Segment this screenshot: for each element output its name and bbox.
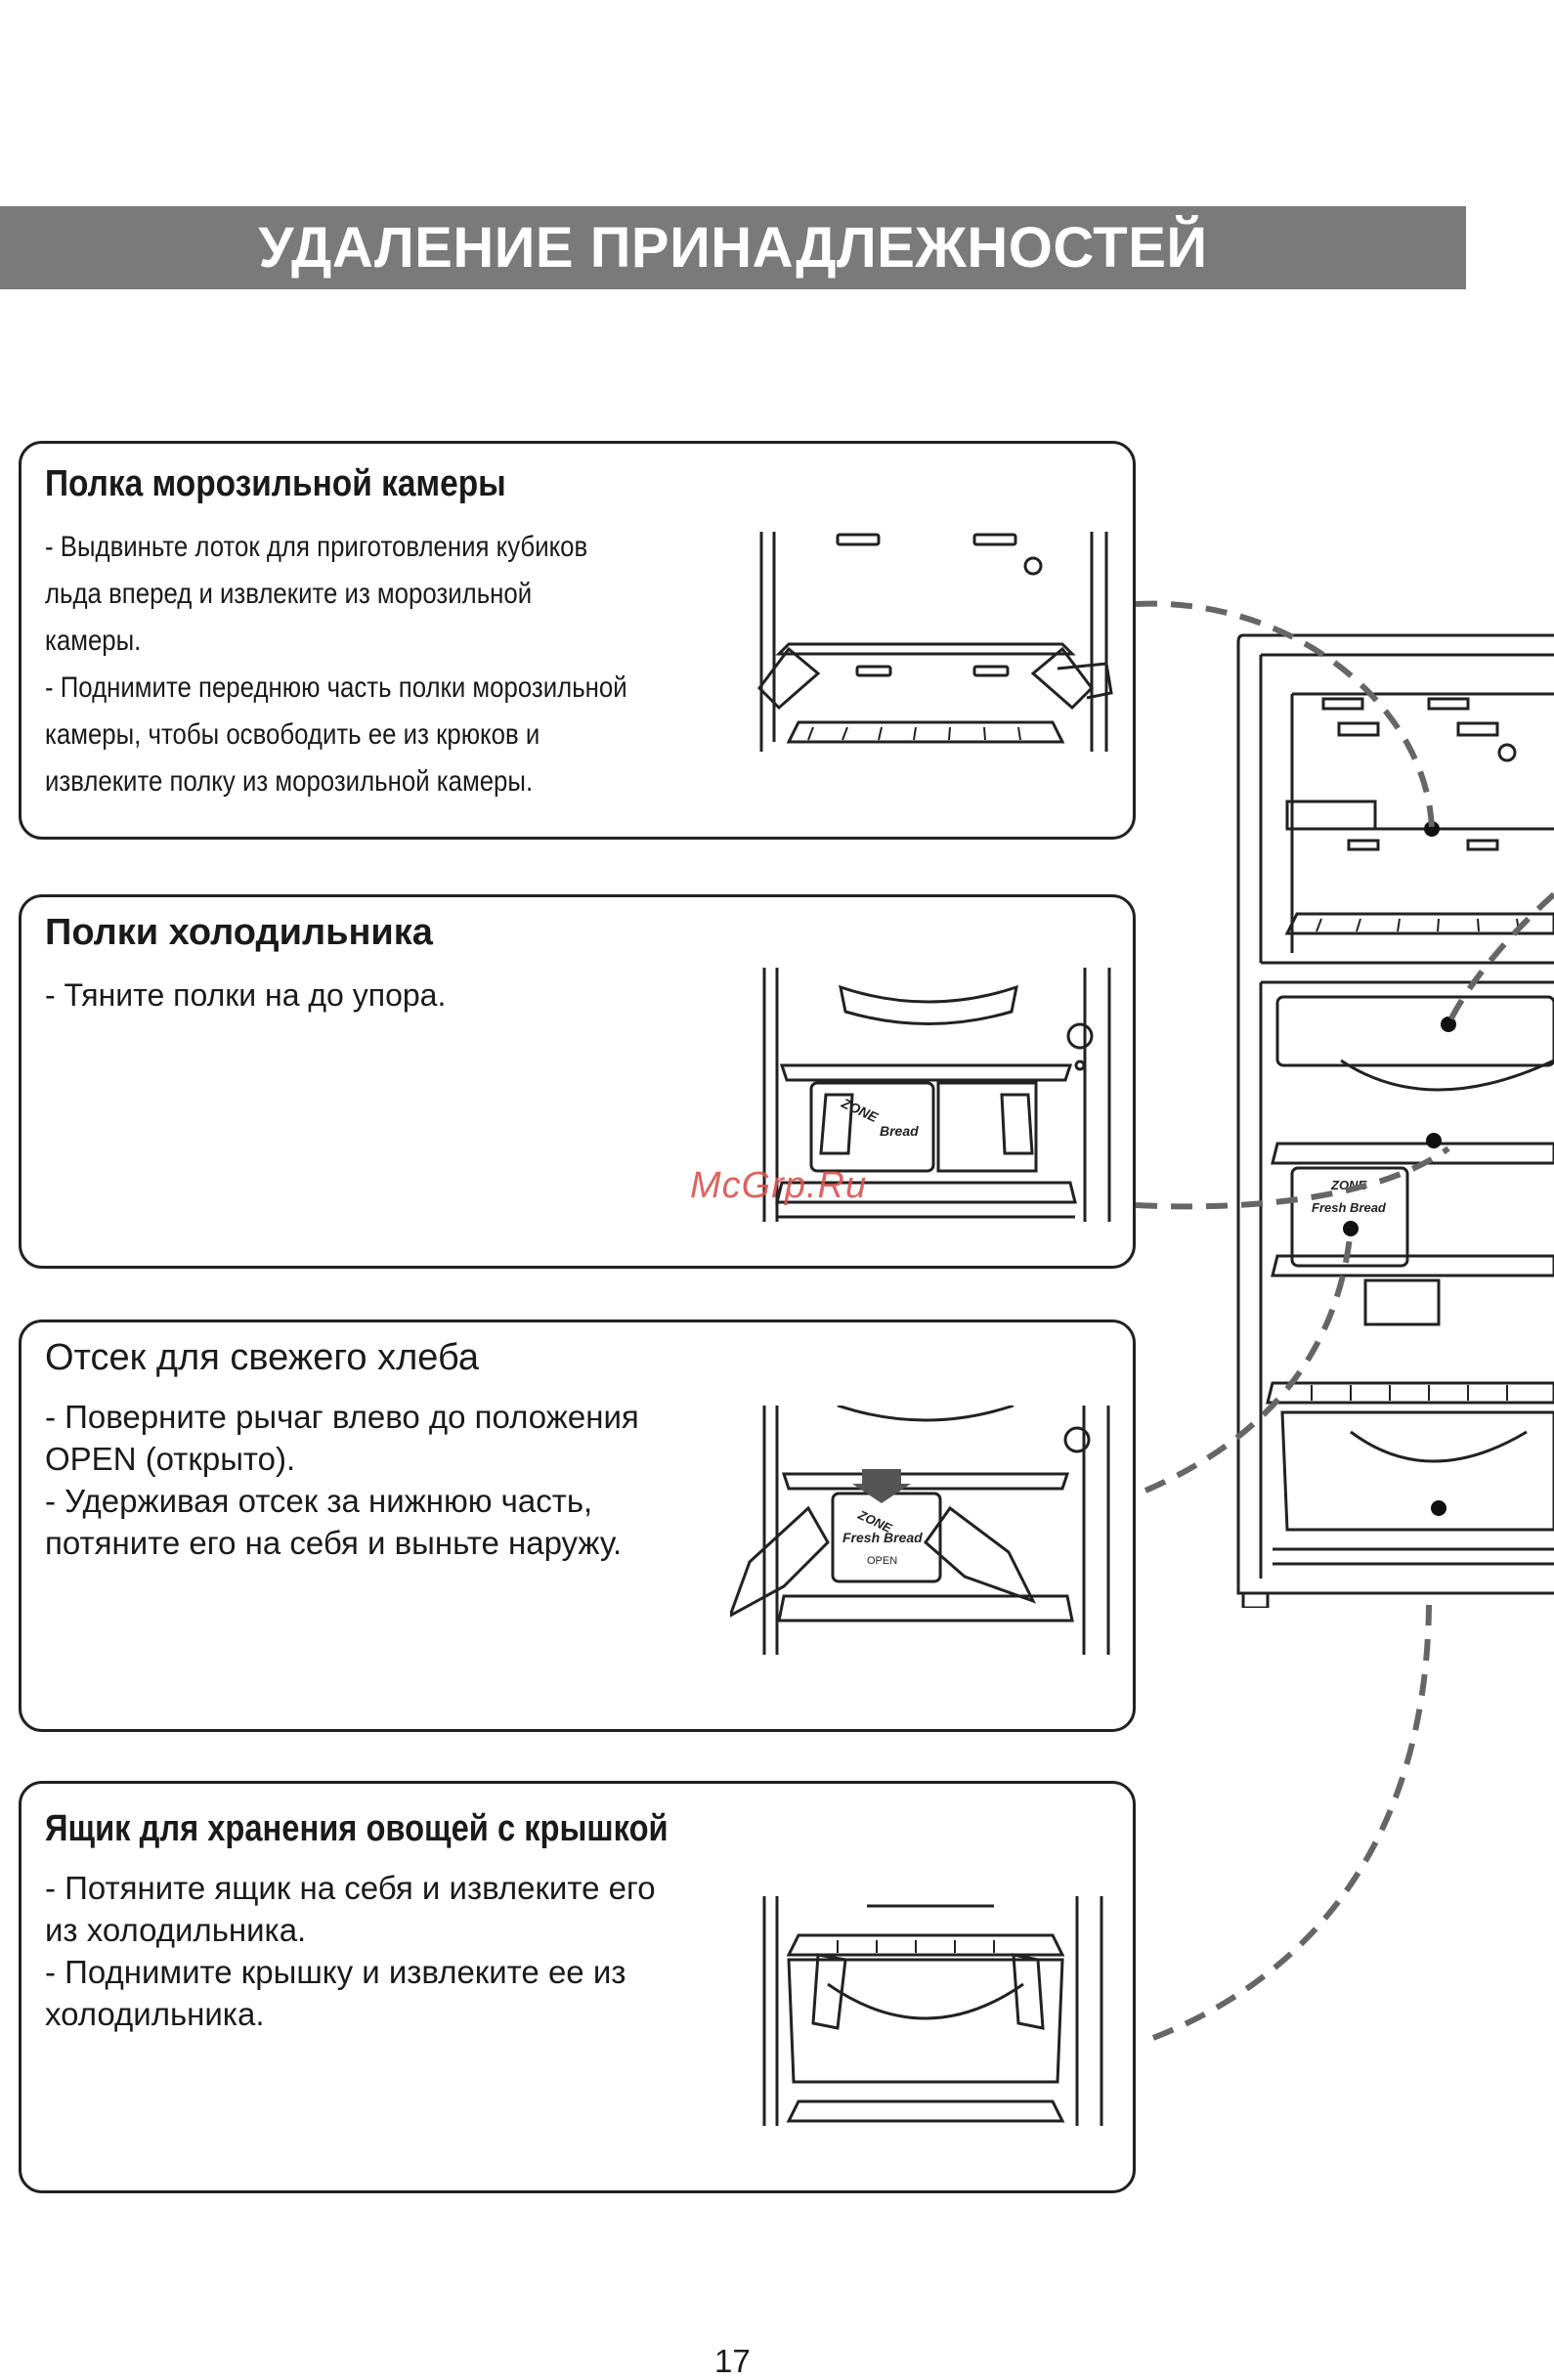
fresh-bread-label: Fresh Bread (1312, 1200, 1387, 1215)
refrigerator-overview-illustration: ZONE Fresh Bread (1236, 633, 1554, 1608)
steps-fridge-shelves: - Тяните полки на до упора. (45, 974, 446, 1017)
page-title: УДАЛЕНИЕ ПРИНАДЛЕЖНОСТЕЙ (258, 216, 1208, 280)
step-text: - Выдвиньте лоток для приготовления куби… (45, 531, 588, 657)
step-text: - Поднимите переднюю часть полки морозил… (45, 671, 627, 798)
section-freezer-shelf: Полка морозильной камеры - Выдвиньте лот… (19, 441, 1136, 840)
title-bar: УДАЛЕНИЕ ПРИНАДЛЕЖНОСТЕЙ (0, 206, 1466, 289)
open-label: OPEN (867, 1555, 897, 1567)
section-title-vegetable-box: Ящик для хранения овощей с крышкой (45, 1808, 669, 1849)
section-title-freezer-shelf: Полка морозильной камеры (45, 463, 506, 504)
fresh-bread-label: Fresh Bread (842, 1530, 923, 1545)
steps-fresh-bread: - Поверните рычаг влево до положения OPE… (45, 1396, 639, 1564)
steps-freezer-shelf: - Выдвиньте лоток для приготовления куби… (45, 524, 627, 805)
page-number: 17 (714, 2343, 751, 2379)
section-fresh-bread: Отсек для свежего хлеба - Поверните рыча… (19, 1320, 1136, 1732)
step-text: - Потяните ящик на себя и извлеките его … (45, 1870, 656, 1948)
bread-label: Bread (880, 1123, 919, 1139)
section-fridge-shelves: Полки холодильника - Тяните полки на до … (19, 894, 1136, 1269)
freezer-shelf-illustration (757, 532, 1113, 752)
step-text: - Удерживая отсек за нижнюю часть, потян… (45, 1483, 623, 1561)
vegetable-box-illustration (762, 1896, 1103, 2126)
section-vegetable-box: Ящик для хранения овощей с крышкой - Пот… (19, 1781, 1136, 2193)
fridge-shelf-illustration: ZONE Bread (762, 968, 1111, 1222)
step-text: - Тяните полки на до упора. (45, 977, 447, 1013)
fresh-bread-illustration: ZONE Fresh Bread OPEN (730, 1406, 1110, 1655)
section-title-fridge-shelves: Полки холодильника (45, 912, 433, 953)
zone-label: ZONE (839, 1095, 882, 1126)
steps-vegetable-box: - Потяните ящик на себя и извлеките его … (45, 1867, 656, 2035)
zone-label: ZONE (1330, 1178, 1366, 1192)
step-text: - Поверните рычаг влево до положения OPE… (45, 1399, 639, 1477)
step-text: - Поднимите крышку и извлеките ее из хол… (45, 1954, 626, 2032)
watermark: McGrp.Ru (690, 1165, 868, 1206)
section-title-fresh-bread: Отсек для свежего хлеба (45, 1337, 479, 1378)
